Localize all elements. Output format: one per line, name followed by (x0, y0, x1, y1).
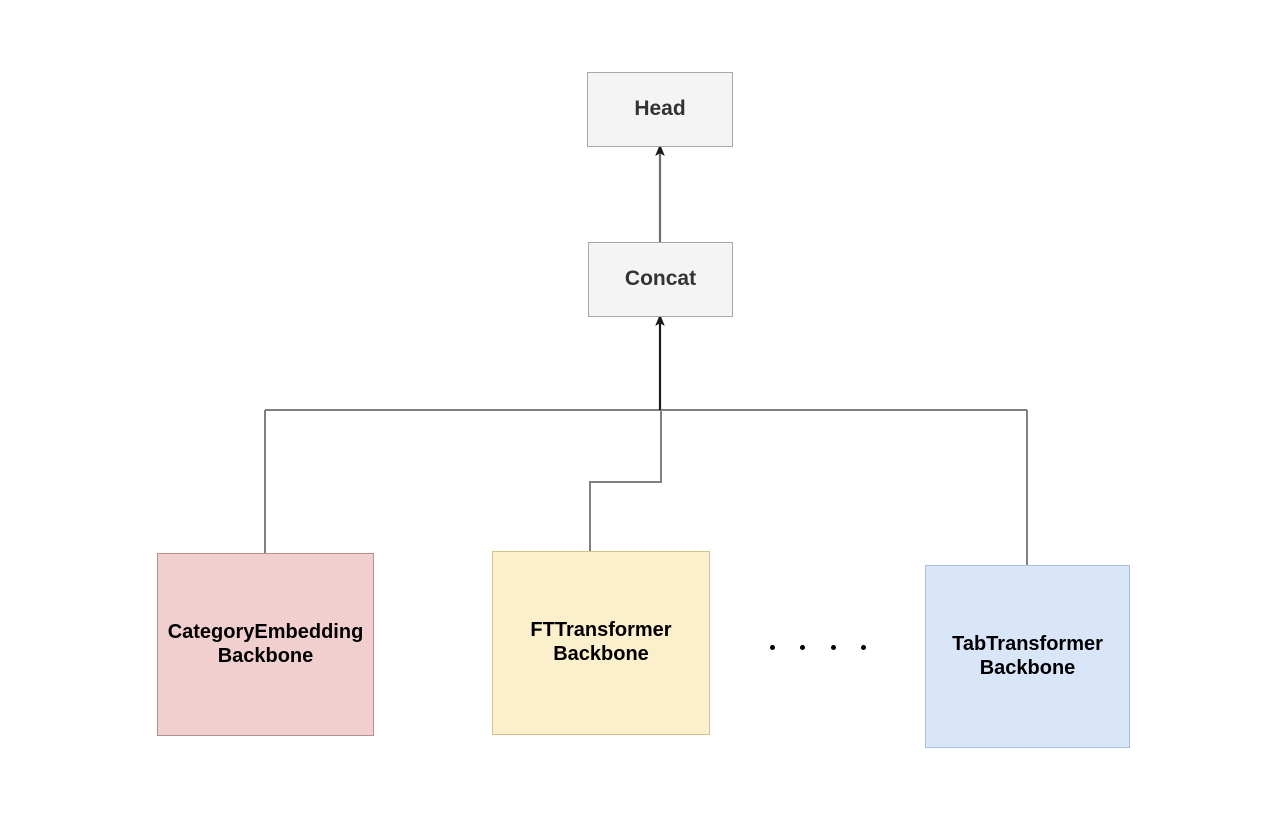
node-tabtransformer-backbone[interactable]: TabTransformer Backbone (925, 565, 1130, 748)
ellipsis-dot (830, 644, 836, 650)
label-line-2: Backbone (553, 643, 649, 665)
ellipsis-dot (770, 644, 775, 650)
label-line-2: Backbone (217, 644, 314, 667)
label-line-1: FTTransformer (530, 619, 672, 642)
ellipsis-dot (860, 644, 866, 650)
ellipsis-more-backbones (770, 640, 866, 654)
label-line-2: Backbone (979, 656, 1076, 679)
ellipsis-dot (800, 644, 806, 650)
node-category-embedding-backbone-label: CategoryEmbedding Backbone (168, 621, 364, 668)
node-fttransformer-backbone[interactable]: FTTransformer Backbone (492, 551, 710, 735)
node-fttransformer-backbone-label: FTTransformer Backbone (530, 619, 671, 666)
node-concat-label: Concat (624, 267, 697, 291)
edge-fttransformer-to-bus (589, 410, 662, 551)
node-concat[interactable]: Concat (588, 242, 733, 317)
label-line-1: TabTransformer (952, 632, 1103, 655)
node-tabtransformer-backbone-label: TabTransformer Backbone (952, 633, 1103, 680)
label-line-1: CategoryEmbedding (167, 620, 364, 643)
node-head[interactable]: Head (587, 72, 733, 147)
node-head-label: Head (634, 97, 686, 121)
node-category-embedding-backbone[interactable]: CategoryEmbedding Backbone (157, 553, 374, 736)
